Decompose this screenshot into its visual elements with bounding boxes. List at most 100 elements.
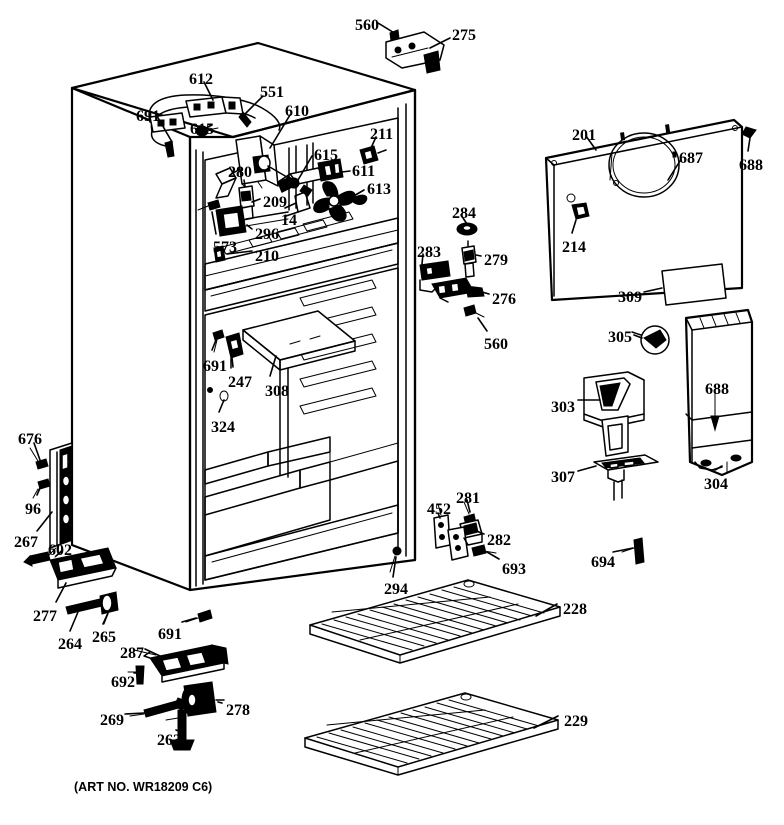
callout-264-47[interactable]: 264 bbox=[58, 636, 82, 653]
callout-303-29[interactable]: 303 bbox=[551, 399, 575, 416]
callout-275-1[interactable]: 275 bbox=[452, 27, 476, 44]
callout-693-43[interactable]: 693 bbox=[502, 561, 526, 578]
callout-211-7[interactable]: 211 bbox=[370, 126, 394, 143]
callout-602-39[interactable]: 602 bbox=[48, 542, 72, 559]
callout-692-52[interactable]: 692 bbox=[111, 674, 135, 691]
side-rail-267 bbox=[49, 442, 73, 549]
callout-691-5[interactable]: 691 bbox=[136, 108, 160, 125]
screw-560-hinge bbox=[463, 304, 485, 318]
clip-551 bbox=[238, 111, 252, 128]
screw-694 bbox=[621, 537, 645, 565]
callout-265-48[interactable]: 265 bbox=[92, 629, 116, 646]
callout-324-35[interactable]: 324 bbox=[211, 419, 235, 436]
callout-229-56[interactable]: 229 bbox=[564, 713, 588, 730]
callout-691-49[interactable]: 691 bbox=[158, 626, 182, 643]
drain-pan-roller-278 bbox=[181, 681, 225, 717]
terminal-615-right bbox=[288, 177, 300, 189]
callout-613-11[interactable]: 613 bbox=[367, 181, 391, 198]
callout-452-40[interactable]: 452 bbox=[427, 501, 451, 518]
callout-615-8[interactable]: 615 bbox=[314, 147, 338, 164]
callout-688-22[interactable]: 688 bbox=[739, 157, 763, 174]
shelf-bracket-247 bbox=[225, 332, 244, 369]
callout-615-6[interactable]: 615 bbox=[190, 121, 214, 138]
cap-284 bbox=[456, 222, 478, 236]
screw-573 bbox=[197, 199, 221, 211]
callout-279-17[interactable]: 279 bbox=[484, 252, 508, 269]
crisper-base bbox=[204, 436, 399, 581]
callout-304-30[interactable]: 304 bbox=[704, 476, 728, 493]
callout-96-37[interactable]: 96 bbox=[25, 501, 41, 518]
callout-269-53[interactable]: 269 bbox=[100, 712, 124, 729]
callout-296-15[interactable]: 296 bbox=[255, 226, 279, 243]
roller-axle-264 bbox=[65, 598, 103, 615]
callout-281-41[interactable]: 281 bbox=[456, 490, 480, 507]
callout-309-24[interactable]: 309 bbox=[618, 289, 642, 306]
ice-maker-housing-304 bbox=[684, 308, 754, 477]
leveling-leg-294 bbox=[389, 546, 402, 573]
bulb-socket-209 bbox=[238, 179, 255, 221]
freezer-compartment bbox=[204, 117, 399, 312]
bracket-210 bbox=[213, 245, 226, 263]
plug-324 bbox=[207, 387, 229, 402]
ice-chute-303 bbox=[583, 371, 645, 457]
callout-294-45[interactable]: 294 bbox=[384, 581, 408, 598]
screw-691-freezer bbox=[164, 140, 175, 158]
compressor-plate-287 bbox=[133, 644, 229, 683]
callout-694-44[interactable]: 694 bbox=[591, 554, 615, 571]
callout-284-13[interactable]: 284 bbox=[452, 205, 476, 222]
screw-693 bbox=[471, 544, 497, 557]
callout-263-55[interactable]: 263 bbox=[157, 732, 181, 749]
callout-276-25[interactable]: 276 bbox=[492, 291, 516, 308]
callout-228-50[interactable]: 228 bbox=[563, 601, 587, 618]
fan-bracket-611 bbox=[277, 158, 344, 193]
fan-blade-613 bbox=[313, 181, 368, 222]
callout-267-38[interactable]: 267 bbox=[14, 534, 38, 551]
bottom-hinge-282 bbox=[447, 519, 483, 561]
callout-287-51[interactable]: 287 bbox=[120, 645, 144, 662]
roller-bracket-277 bbox=[23, 547, 117, 589]
screw-676 bbox=[29, 447, 49, 470]
callout-278-54[interactable]: 278 bbox=[226, 702, 250, 719]
wire-shelf-228 bbox=[309, 579, 561, 664]
callout-551-3[interactable]: 551 bbox=[260, 84, 284, 101]
callout-214-23[interactable]: 214 bbox=[562, 239, 586, 256]
callout-280-10[interactable]: 280 bbox=[228, 164, 252, 181]
art-number: (ART NO. WR18209 C6) bbox=[74, 780, 213, 794]
callout-210-19[interactable]: 210 bbox=[255, 248, 279, 265]
screw-691-freshfood bbox=[212, 329, 225, 353]
shelf-support-307 bbox=[593, 454, 659, 501]
callout-691-32[interactable]: 691 bbox=[203, 358, 227, 375]
callout-305-27[interactable]: 305 bbox=[608, 329, 632, 346]
callout-573-18[interactable]: 573 bbox=[213, 239, 237, 256]
screw-96 bbox=[32, 478, 51, 499]
bracket-280 bbox=[215, 167, 237, 199]
callout-283-16[interactable]: 283 bbox=[417, 244, 441, 261]
rear-access-panel-201 bbox=[544, 118, 757, 306]
callout-688-28[interactable]: 688 bbox=[705, 381, 729, 398]
callout-201-20[interactable]: 201 bbox=[572, 127, 596, 144]
callout-14-14[interactable]: 14 bbox=[281, 212, 297, 229]
callout-611-9[interactable]: 611 bbox=[352, 163, 376, 180]
top-hinge-275 bbox=[385, 29, 445, 74]
callout-308-34[interactable]: 308 bbox=[265, 383, 289, 400]
callout-612-2[interactable]: 612 bbox=[189, 71, 213, 88]
callout-676-36[interactable]: 676 bbox=[18, 431, 42, 448]
crisper-cover bbox=[242, 310, 356, 478]
wire-shelf-229 bbox=[304, 692, 559, 776]
screw-691-base bbox=[185, 609, 213, 623]
knob-305 bbox=[631, 325, 670, 355]
callout-560-0[interactable]: 560 bbox=[355, 17, 379, 34]
callout-277-46[interactable]: 277 bbox=[33, 608, 57, 625]
callout-282-42[interactable]: 282 bbox=[487, 532, 511, 549]
callout-687-21[interactable]: 687 bbox=[679, 150, 703, 167]
callout-247-33[interactable]: 247 bbox=[228, 374, 252, 391]
leader-lines bbox=[33, 22, 751, 733]
callout-307-31[interactable]: 307 bbox=[551, 469, 575, 486]
callout-610-4[interactable]: 610 bbox=[285, 103, 309, 120]
leveling-screw-263 bbox=[165, 709, 195, 751]
callout-209-12[interactable]: 209 bbox=[263, 194, 287, 211]
callout-560-26[interactable]: 560 bbox=[484, 336, 508, 353]
hinge-plate-283 bbox=[419, 260, 451, 293]
